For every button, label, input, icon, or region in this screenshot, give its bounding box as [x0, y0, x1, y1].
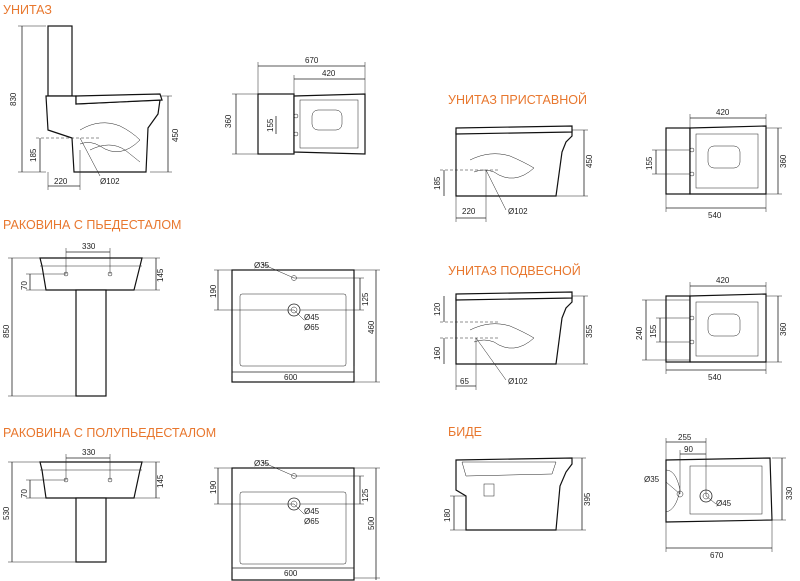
- dim-670: 670: [305, 56, 319, 65]
- toilet-section: УНИТАЗ 830 185 450 220 Ø102: [3, 3, 366, 190]
- sink-pedestal-top-view: Ø35 190 125 Ø45 Ø65 460 600: [209, 261, 380, 383]
- dim-145: 145: [156, 268, 165, 282]
- dim-90: 90: [684, 445, 693, 454]
- sink-half-top-view: Ø35 190 125 Ø45 Ø65 500 600: [209, 459, 380, 581]
- section-title-sink-pedestal: РАКОВИНА С ПЬЕДЕСТАЛОМ: [3, 218, 181, 232]
- section-title-toilet-wall: УНИТАЗ ПРИСТАВНОЙ: [448, 92, 587, 107]
- dim-420: 420: [322, 69, 336, 78]
- toilet-top-view: 670 420 360 155: [224, 56, 366, 155]
- section-title-toilet-hung: УНИТАЗ ПОДВЕСНОЙ: [448, 263, 581, 278]
- section-title-sink-half-pedestal: РАКОВИНА С ПОЛУПЬЕДЕСТАЛОМ: [3, 426, 216, 440]
- dim-70: 70: [20, 489, 29, 498]
- dim-120: 120: [433, 302, 442, 316]
- toilet-hung-side-view: 120 355 160 65 Ø102: [433, 291, 594, 390]
- dim-185: 185: [433, 176, 442, 190]
- dim-360: 360: [779, 154, 788, 168]
- dim-190: 190: [209, 284, 218, 298]
- dim-d35: Ø35: [644, 475, 660, 484]
- dim-220: 220: [462, 207, 476, 216]
- dim-540: 540: [708, 211, 722, 220]
- dim-155: 155: [266, 118, 275, 132]
- dim-450: 450: [585, 154, 594, 168]
- dim-600: 600: [284, 569, 298, 578]
- dim-145: 145: [156, 474, 165, 488]
- dim-530: 530: [2, 506, 11, 520]
- toilet-wall-side-view: 450 185 220 Ø102: [433, 125, 594, 222]
- dim-330: 330: [785, 486, 794, 500]
- dim-395: 395: [583, 492, 592, 506]
- dim-220: 220: [54, 177, 68, 186]
- sink-pedestal-section: РАКОВИНА С ПЬЕДЕСТАЛОМ 330 145 70 850: [2, 218, 380, 397]
- dim-155: 155: [645, 156, 654, 170]
- dim-185: 185: [29, 148, 38, 162]
- sink-half-front-view: 330 145 70 530: [2, 448, 165, 563]
- dim-125: 125: [361, 292, 370, 306]
- dim-d45: Ø45: [716, 499, 732, 508]
- dim-d65: Ø65: [304, 323, 320, 332]
- dim-830: 830: [9, 92, 18, 106]
- dim-d35: Ø35: [254, 459, 270, 468]
- bidet-section: БИДЕ 395 180: [443, 425, 794, 560]
- dim-500: 500: [367, 516, 376, 530]
- toilet-hung-section: УНИТАЗ ПОДВЕСНОЙ 120 355 160 65 Ø102: [433, 263, 788, 390]
- dim-450: 450: [171, 128, 180, 142]
- dim-850: 850: [2, 324, 11, 338]
- dim-330: 330: [82, 448, 96, 457]
- dim-d45: Ø45: [304, 507, 320, 516]
- dim-600: 600: [284, 373, 298, 382]
- dim-160: 160: [433, 346, 442, 360]
- dim-420: 420: [716, 276, 730, 285]
- toilet-hung-top-view: 420 540 240 155 360: [635, 276, 788, 382]
- dim-d45: Ø45: [304, 313, 320, 322]
- dim-d102: Ø102: [100, 177, 120, 186]
- dim-70: 70: [20, 281, 29, 290]
- dim-180: 180: [443, 508, 452, 522]
- dim-360: 360: [779, 322, 788, 336]
- toilet-side-view: 830 185 450 220 Ø102: [9, 25, 180, 190]
- dim-d65: Ø65: [304, 517, 320, 526]
- section-title-bidet: БИДЕ: [448, 425, 482, 439]
- dim-65: 65: [460, 377, 469, 386]
- dim-190: 190: [209, 480, 218, 494]
- dim-255: 255: [678, 433, 692, 442]
- sink-half-pedestal-section: РАКОВИНА С ПОЛУПЬЕДЕСТАЛОМ 330 145 70 53…: [2, 426, 380, 581]
- toilet-wall-top-view: 420 540 155 360: [645, 108, 788, 220]
- dim-360: 360: [224, 114, 233, 128]
- dim-d35: Ø35: [254, 261, 270, 270]
- dim-330: 330: [82, 242, 96, 251]
- dim-125: 125: [361, 488, 370, 502]
- bidet-top-view: 255 90 Ø35 Ø45 330 670: [644, 433, 794, 560]
- sink-pedestal-front-view: 330 145 70 850: [2, 242, 165, 397]
- dim-240: 240: [635, 326, 644, 340]
- dim-d102: Ø102: [508, 207, 528, 216]
- dim-355: 355: [585, 324, 594, 338]
- bidet-side-view: 395 180: [443, 457, 592, 531]
- dim-670: 670: [710, 551, 724, 560]
- toilet-wall-section: УНИТАЗ ПРИСТАВНОЙ 450 185 220 Ø102: [433, 92, 788, 222]
- dim-155: 155: [649, 324, 658, 338]
- section-title-toilet: УНИТАЗ: [3, 3, 52, 17]
- dim-460: 460: [367, 320, 376, 334]
- dim-540: 540: [708, 373, 722, 382]
- dim-420: 420: [716, 108, 730, 117]
- dim-d102: Ø102: [508, 377, 528, 386]
